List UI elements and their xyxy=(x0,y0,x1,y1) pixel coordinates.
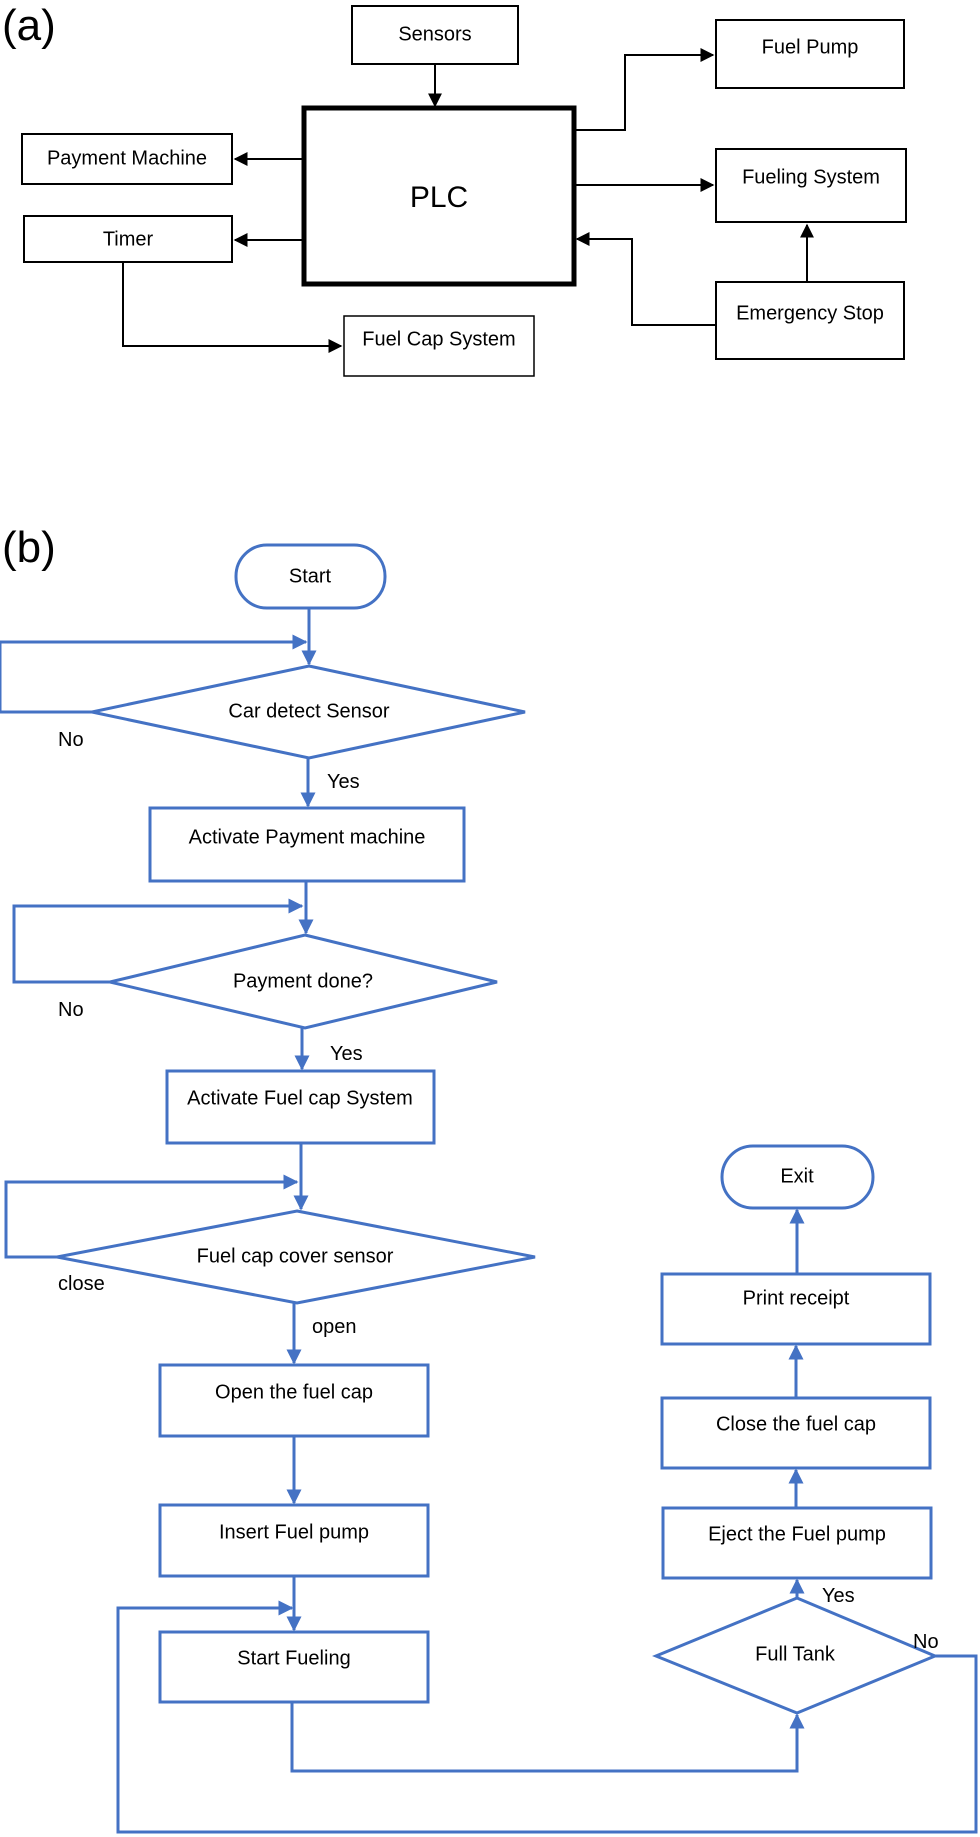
fueling-system-box xyxy=(715,148,907,223)
open-fuel-cap-box xyxy=(158,1363,430,1438)
payment-machine-box xyxy=(21,133,233,185)
print-receipt-label: Print receipt xyxy=(743,1287,850,1309)
payment-machine-label: Payment Machine xyxy=(47,147,207,169)
arrow-timer-to-fuel-cap-system xyxy=(122,262,343,353)
loop-cover-sensor-close xyxy=(4,1174,299,1259)
car-detect-label: Car detect Sensor xyxy=(228,700,390,722)
plc-box xyxy=(301,105,577,287)
open-fuel-cap-label: Open the fuel cap xyxy=(215,1381,373,1403)
activate-payment-box xyxy=(148,806,466,883)
sensors-box xyxy=(351,5,519,65)
yes-label-car-detect: Yes xyxy=(327,771,360,793)
emergency-stop-label: Emergency Stop xyxy=(736,302,884,324)
fuel-pump-box xyxy=(715,19,905,89)
open-label-cover-sensor: open xyxy=(312,1316,357,1338)
fuel-cap-system-label: Fuel Cap System xyxy=(362,328,515,350)
full-tank-decision xyxy=(652,1596,939,1715)
print-receipt-box xyxy=(660,1272,932,1346)
panel-b-label: (b) xyxy=(2,523,56,572)
payment-done-decision xyxy=(109,933,498,1030)
insert-pump-label: Insert Fuel pump xyxy=(219,1521,369,1543)
panel-a-label: (a) xyxy=(2,1,56,50)
emergency-stop-box xyxy=(715,281,905,360)
no-label-payment: No xyxy=(58,999,84,1021)
loop-payment-done-no xyxy=(12,898,304,984)
insert-pump-box xyxy=(158,1503,430,1578)
arrow-plc-to-fuel-pump xyxy=(575,48,715,131)
timer-box xyxy=(23,215,233,263)
eject-pump-box xyxy=(661,1506,933,1580)
plc-label: PLC xyxy=(410,181,468,214)
arrow-start-fueling-to-full-tank xyxy=(290,1702,805,1773)
close-fuel-cap-label: Close the fuel cap xyxy=(716,1413,876,1435)
fuel-pump-label: Fuel Pump xyxy=(762,36,859,58)
eject-pump-label: Eject the Fuel pump xyxy=(708,1523,886,1545)
fuel-cap-cover-decision xyxy=(56,1209,536,1305)
exit-label: Exit xyxy=(780,1165,814,1187)
start-label: Start xyxy=(289,565,332,587)
no-label-full-tank: No xyxy=(913,1631,939,1653)
timer-label: Timer xyxy=(103,228,154,250)
start-fueling-label: Start Fueling xyxy=(237,1647,350,1669)
fuel-cap-system-box xyxy=(343,315,535,377)
full-tank-label: Full Tank xyxy=(755,1643,836,1665)
yes-label-payment: Yes xyxy=(330,1043,363,1065)
sensors-label: Sensors xyxy=(398,23,471,45)
close-label-cover-sensor: close xyxy=(58,1273,105,1295)
arrow-emergency-stop-to-plc xyxy=(575,232,716,326)
activate-fuel-cap-label: Activate Fuel cap System xyxy=(187,1087,413,1109)
payment-done-label: Payment done? xyxy=(233,970,373,992)
fueling-system-label: Fueling System xyxy=(742,166,880,188)
no-label-car-detect: No xyxy=(58,729,84,751)
loop-car-detect-no xyxy=(0,634,308,714)
loop-full-tank-no xyxy=(116,1600,978,1834)
exit-terminal xyxy=(720,1144,875,1210)
close-fuel-cap-box xyxy=(660,1396,932,1470)
yes-label-full-tank: Yes xyxy=(822,1585,855,1607)
start-fueling-box xyxy=(158,1630,430,1704)
activate-payment-label: Activate Payment machine xyxy=(189,826,426,848)
fuel-cap-cover-label: Fuel cap cover sensor xyxy=(197,1245,394,1267)
